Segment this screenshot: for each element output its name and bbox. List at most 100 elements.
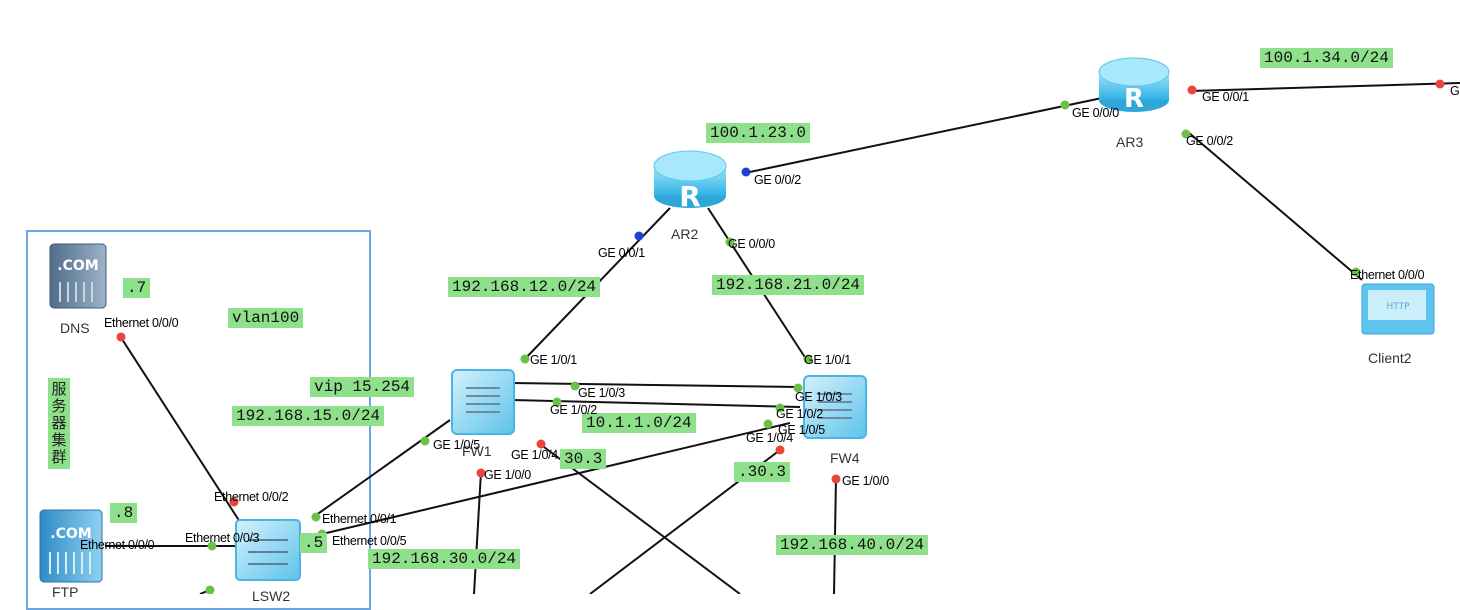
- router-ar2[interactable]: R: [653, 150, 727, 213]
- port-status-dot: [520, 354, 530, 364]
- firewall-fw1[interactable]: [451, 369, 515, 435]
- port-status-dot: [229, 497, 239, 507]
- link-ar3-edge: [1189, 82, 1460, 92]
- port-fw4-ge105: GE 1/0/5: [778, 423, 825, 437]
- device-name-ar2: AR2: [671, 226, 699, 242]
- label-net-100-1-23: 100.1.23.0: [706, 123, 811, 143]
- port-fw4-ge104: GE 1/0/4: [746, 431, 793, 445]
- topology-canvas: R R .COM: [39, 57, 1460, 594]
- port-status-dot: [116, 332, 126, 342]
- label-net-192-168-40: 192.168.40.0/24: [776, 535, 929, 555]
- port-status-dot: [1187, 85, 1197, 95]
- label-fw4-ip: .30.3: [734, 462, 791, 482]
- link-ar2-ar3: [744, 97, 1103, 174]
- port-ar3-ge002: GE 0/0/2: [1186, 134, 1233, 148]
- device-name-fw4: FW4: [830, 450, 860, 466]
- port-dns-eth: Ethernet 0/0/0: [104, 316, 179, 330]
- port-dots: [116, 79, 1445, 594]
- router-ar3[interactable]: R: [1098, 57, 1170, 114]
- cluster-char-3: 器: [51, 414, 67, 432]
- port-fw1-ge103: GE 1/0/3: [578, 386, 625, 400]
- server-cluster-label: 服 务 器 集 群: [48, 378, 70, 469]
- label-net-192-168-30: 192.168.30.0/24: [368, 549, 521, 569]
- device-name-fw1: FW1: [462, 443, 492, 459]
- link-dns-lsw: [119, 335, 241, 523]
- client2-host[interactable]: HTTP: [1361, 283, 1435, 335]
- port-fw1-ge100: GE 1/0/0: [484, 468, 531, 482]
- server-dns[interactable]: .COM: [49, 243, 107, 309]
- firewall-fw4[interactable]: [803, 375, 867, 439]
- cluster-char-2: 务: [51, 397, 67, 415]
- link-fw1-lsw: [311, 419, 451, 519]
- port-ar3-ge001: GE 0/0/1: [1202, 90, 1249, 104]
- label-vip: vip 15.254: [310, 377, 415, 397]
- port-fw4-ge101: GE 1/0/1: [804, 353, 851, 367]
- port-ar2-ge000: GE 0/0/0: [728, 237, 775, 251]
- port-ar3-ge000: GE 0/0/0: [1072, 106, 1119, 120]
- port-fw4-ge102: GE 1/0/2: [776, 407, 823, 421]
- label-net-100-1-34: 100.1.34.0/24: [1260, 48, 1393, 68]
- cluster-char-4: 集: [51, 431, 67, 449]
- dns-badge: .COM: [57, 258, 98, 274]
- port-lsw-eth001: Ethernet 0/0/1: [322, 512, 397, 526]
- port-fw1-ge101: GE 1/0/1: [530, 353, 577, 367]
- label-net-10-1-1: 10.1.1.0/24: [582, 413, 696, 433]
- port-fw4-ge100: GE 1/0/0: [842, 474, 889, 488]
- device-name-ftp: FTP: [52, 584, 79, 600]
- port-status-dot: [1435, 79, 1445, 89]
- label-net-192-168-12: 192.168.12.0/24: [448, 277, 601, 297]
- link-fw1-cross: [539, 443, 741, 594]
- port-fw1-ge104: GE 1/0/4: [511, 448, 558, 462]
- port-status-dot: [570, 381, 580, 391]
- port-status-dot: [763, 419, 773, 429]
- port-status-dot: [205, 585, 215, 594]
- port-status-dot: [775, 445, 785, 455]
- label-net-192-168-21: 192.168.21.0/24: [712, 275, 865, 295]
- port-fw1-ge105: GE 1/0/5: [433, 438, 480, 452]
- server-ftp[interactable]: .COM: [39, 509, 103, 583]
- link-fw4-lsw: [317, 422, 791, 536]
- label-ftp-ip: .8: [110, 503, 138, 523]
- ftp-badge: .COM: [50, 526, 91, 542]
- device-name-lsw: LSW2: [252, 588, 291, 604]
- port-lsw-eth003: Ethernet 0/0/3: [185, 531, 260, 545]
- port-status-dot: [1181, 129, 1191, 139]
- device-name-dns: DNS: [60, 320, 90, 336]
- device-name-client2: Client2: [1368, 350, 1412, 366]
- cluster-char-5: 群: [51, 448, 67, 466]
- port-status-dot: [725, 237, 735, 247]
- switch-lsw[interactable]: [235, 519, 301, 581]
- svg-text:R: R: [679, 180, 701, 213]
- link-ar3-client2: [1187, 131, 1363, 281]
- port-status-dot: [420, 436, 430, 446]
- port-ftp-eth: Ethernet 0/0/0: [80, 538, 155, 552]
- port-status-dot: [536, 439, 546, 449]
- port-lsw-eth005: Ethernet 0/0/5: [332, 534, 407, 548]
- label-dns-ip: .7: [123, 278, 151, 298]
- port-status-dot: [552, 397, 562, 407]
- link-fw1-fw4-103: [511, 382, 801, 388]
- port-status-dot: [741, 167, 751, 177]
- port-client2-eth: Ethernet 0/0/0: [1350, 268, 1425, 282]
- svg-text:R: R: [1124, 84, 1144, 114]
- port-lsw-eth002: Ethernet 0/0/2: [214, 490, 289, 504]
- port-status-dot: [207, 541, 217, 551]
- port-status-dot: [803, 354, 813, 364]
- port-status-dot: [831, 474, 841, 484]
- link-fw1-down: [473, 471, 482, 594]
- port-status-dot: [775, 403, 785, 413]
- port-edge-g: G: [1450, 84, 1460, 98]
- port-status-dot: [476, 468, 486, 478]
- port-ar2-ge002: GE 0/0/2: [754, 173, 801, 187]
- client2-badge: HTTP: [1386, 302, 1410, 312]
- port-fw1-ge102: GE 1/0/2: [550, 403, 597, 417]
- label-net-192-168-15: 192.168.15.0/24: [232, 406, 385, 426]
- label-fw1-ip: 30.3: [560, 449, 607, 469]
- port-status-dot: [793, 383, 803, 393]
- port-status-dot: [311, 512, 321, 522]
- cluster-char-1: 服: [51, 380, 67, 398]
- port-fw4-ge103: GE 1/0/3: [795, 390, 842, 404]
- port-status-dot: [1060, 100, 1070, 110]
- device-name-ar3: AR3: [1116, 134, 1144, 150]
- port-status-dot: [1351, 267, 1361, 277]
